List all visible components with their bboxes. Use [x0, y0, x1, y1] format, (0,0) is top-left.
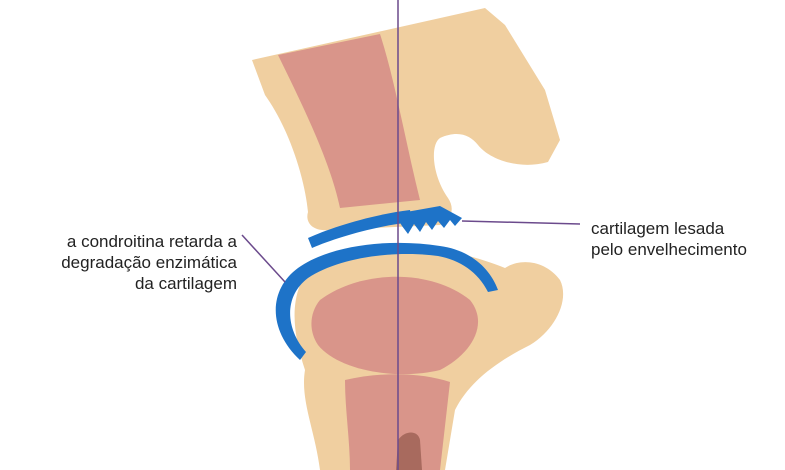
annotation-right-line-1: cartilagem lesada: [591, 218, 747, 239]
lower-shaft-core: [396, 433, 422, 470]
leader-line-left: [242, 235, 285, 282]
annotation-left-line-2: degradação enzimática: [61, 252, 237, 273]
annotation-left-line-3: da cartilagem: [61, 273, 237, 294]
leader-line-right: [462, 221, 580, 224]
lower-marrow: [311, 277, 478, 374]
annotation-right-line-2: pelo envelhecimento: [591, 239, 747, 260]
annotation-left-line-1: a condroitina retarda a: [61, 231, 237, 252]
annotation-chondroitin: a condroitina retarda a degradação enzim…: [61, 231, 237, 294]
annotation-damaged-cartilage: cartilagem lesada pelo envelhecimento: [591, 218, 747, 260]
